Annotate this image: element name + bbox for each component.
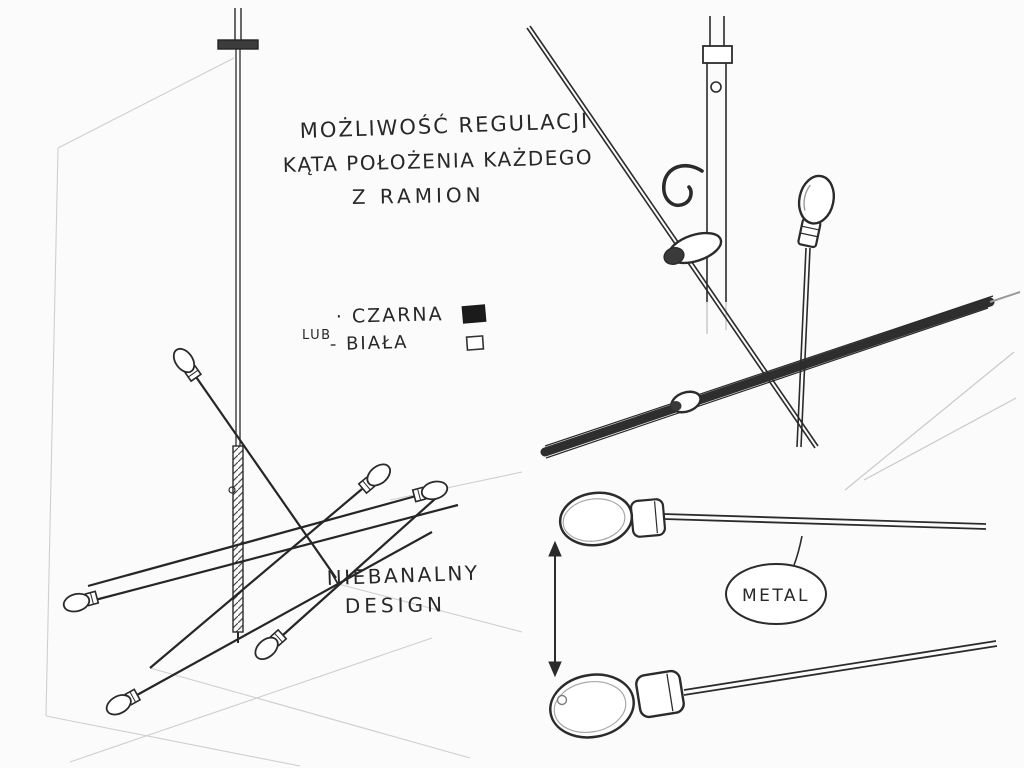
color-option-white-label: - BIAŁA <box>330 332 409 355</box>
bulb-icon <box>105 688 142 716</box>
metal-label: METAL <box>742 586 810 606</box>
bulb-icon <box>357 463 391 495</box>
lamp-bulbs <box>62 347 449 716</box>
pendant-lamp-overview <box>62 8 459 716</box>
mounting-pole <box>702 16 733 334</box>
adjustability-note-line1: MOŻLIWOŚĆ REGULACJI <box>299 108 589 143</box>
faint-strokes <box>844 351 1017 491</box>
color-option-or-label: LUB <box>302 328 332 343</box>
bulb-icon <box>172 347 203 383</box>
color-option-black-label: · CZARNA <box>336 303 444 328</box>
metal-callout: METAL <box>725 535 827 625</box>
black-color-swatch <box>461 304 487 324</box>
bulb-detail <box>796 174 836 448</box>
bulb-arm-lower <box>549 640 998 739</box>
bulb-icon <box>62 590 100 613</box>
adjustability-arrow <box>548 540 562 678</box>
lamp-arm <box>94 503 459 602</box>
lamp-arm <box>87 494 417 588</box>
ceiling-mount <box>217 8 259 50</box>
bulb-icon <box>411 480 449 503</box>
white-color-swatch <box>465 335 485 351</box>
arm-detail-sketch: METAL <box>548 491 998 739</box>
construction-lines <box>45 57 523 767</box>
joint-detail-sketch <box>526 16 1021 491</box>
lamp-arm <box>282 489 446 636</box>
bulb-arm-upper <box>558 491 987 547</box>
lamp-arms <box>87 373 459 696</box>
arm-rod-thin <box>526 25 819 449</box>
lamp-arm <box>149 488 363 669</box>
clamp-joint <box>663 231 723 265</box>
rod-joint <box>670 390 702 414</box>
lamp-arm <box>193 373 337 579</box>
lamp-arm <box>136 531 433 696</box>
design-note-line2: DESIGN <box>345 592 446 618</box>
bulb-icon <box>254 628 288 661</box>
main-rod <box>228 49 244 643</box>
screw-icon <box>710 81 722 93</box>
adjustability-note-line2: KĄTA POŁOŻENIA KAŻDEGO <box>283 145 594 177</box>
hook-icon <box>662 163 704 207</box>
adjustability-note-line3: Z RAMION <box>352 183 485 209</box>
annotations: MOŻLIWOŚĆ REGULACJI KĄTA POŁOŻENIA KAŻDE… <box>283 108 594 618</box>
arm-rod-thick <box>540 291 1021 459</box>
design-note-line1: NIEBANALNY <box>326 561 480 590</box>
